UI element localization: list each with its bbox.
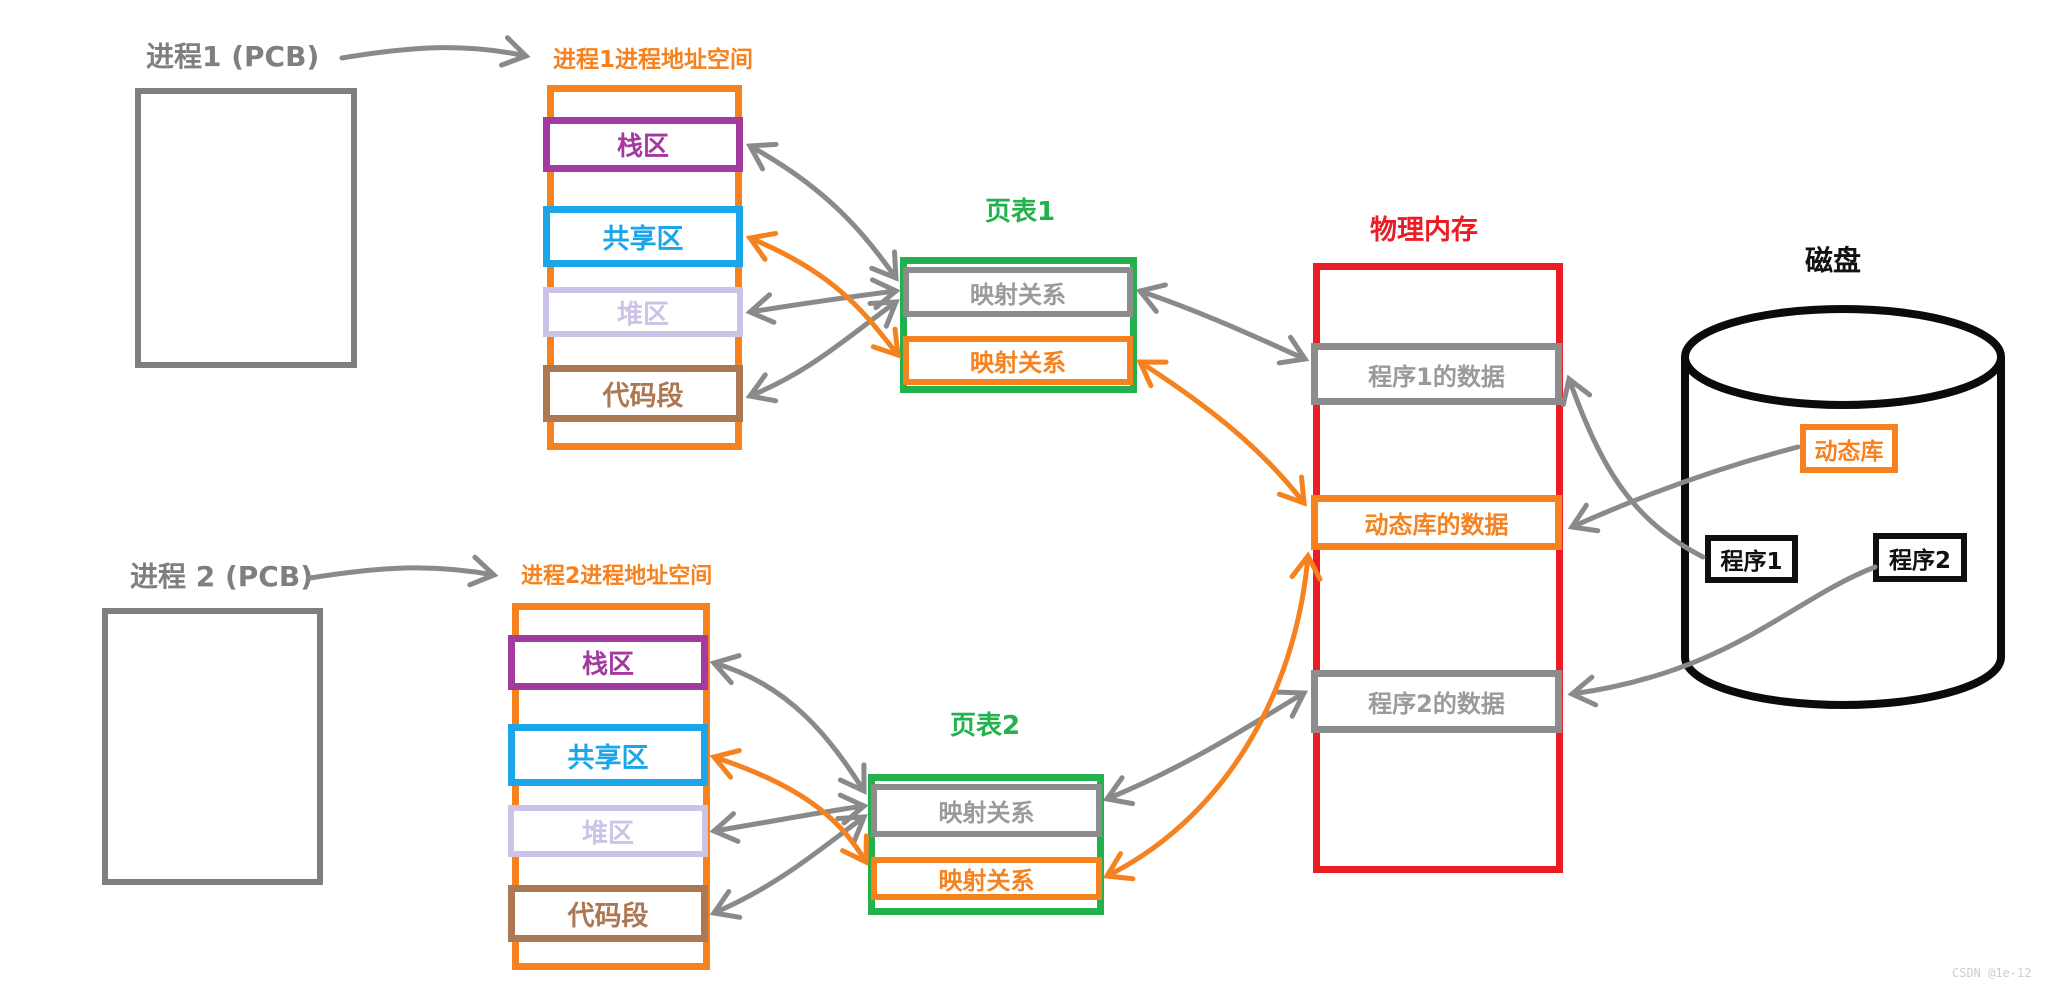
process1-pcb-box bbox=[135, 88, 357, 368]
process2-heap-segment: 堆区 bbox=[508, 805, 708, 857]
arrow-code1-pagetable1 bbox=[745, 299, 900, 404]
disk-dynlib-box: 动态库 bbox=[1800, 424, 1898, 473]
arrow-memory1-diskprog1 bbox=[1560, 374, 1706, 560]
arrow-shared1-pagetable1-dynlib bbox=[745, 230, 901, 359]
arrow-stack1-pagetable1 bbox=[745, 141, 899, 282]
disk-cylinder bbox=[1681, 305, 2005, 709]
page-table1-row-program: 映射关系 bbox=[903, 267, 1133, 317]
arrow-shared2-pagetable2-dynlib bbox=[709, 748, 869, 866]
process2-stack-segment: 栈区 bbox=[508, 635, 708, 690]
arrow-diskdynlib-memorydynlib bbox=[1567, 444, 1801, 534]
arrow-pcb2-to-space2 bbox=[307, 554, 499, 588]
arrow-pagetable1-memory1 bbox=[1135, 282, 1310, 366]
page-table1-title: 页表1 bbox=[985, 197, 1056, 227]
arrow-diskprog2-memory2 bbox=[1567, 564, 1878, 708]
arrow-pagetable1-memorydynlib bbox=[1136, 359, 1307, 507]
process1-stack-segment: 栈区 bbox=[543, 117, 743, 172]
disk-program1-box: 程序1 bbox=[1705, 535, 1798, 583]
process1-pcb-label: 进程1 (PCB) bbox=[146, 40, 320, 73]
disk-title: 磁盘 bbox=[1805, 244, 1862, 277]
memory-title: 物理内存 bbox=[1370, 215, 1478, 246]
process2-space-title: 进程2进程地址空间 bbox=[521, 564, 713, 589]
arrow-pagetable2-memorydynlib bbox=[1102, 551, 1323, 882]
page-table2-title: 页表2 bbox=[950, 711, 1021, 741]
memory-block-program2-data: 程序2的数据 bbox=[1311, 670, 1562, 733]
watermark: CSDN @1e-12 bbox=[1952, 966, 2032, 980]
arrow-stack2-pagetable2 bbox=[709, 653, 867, 795]
memory-block-dynlib-data: 动态库的数据 bbox=[1311, 495, 1562, 550]
arrow-heap2-pagetable2 bbox=[709, 792, 869, 844]
arrow-heap1-pagetable1 bbox=[745, 277, 901, 325]
process1-code-segment: 代码段 bbox=[543, 365, 743, 422]
arrow-pagetable2-memory2 bbox=[1102, 689, 1309, 807]
process2-shared-segment: 共享区 bbox=[508, 724, 708, 786]
disk-program2-box: 程序2 bbox=[1873, 533, 1967, 582]
process2-pcb-label: 进程 2 (PCB) bbox=[130, 560, 313, 593]
arrow-pcb1-to-space1 bbox=[339, 35, 531, 68]
page-table2-row-program: 映射关系 bbox=[871, 784, 1102, 837]
process2-code-segment: 代码段 bbox=[508, 885, 708, 942]
page-table2-row-dynlib: 映射关系 bbox=[871, 857, 1102, 900]
memory-block-program1-data: 程序1的数据 bbox=[1311, 343, 1562, 405]
process1-heap-segment: 堆区 bbox=[543, 287, 743, 337]
process2-pcb-box bbox=[102, 608, 323, 885]
page-table1-row-dynlib: 映射关系 bbox=[903, 336, 1133, 385]
process1-shared-segment: 共享区 bbox=[543, 206, 743, 267]
arrow-code2-pagetable2 bbox=[709, 814, 868, 920]
process1-space-title: 进程1进程地址空间 bbox=[553, 47, 754, 73]
